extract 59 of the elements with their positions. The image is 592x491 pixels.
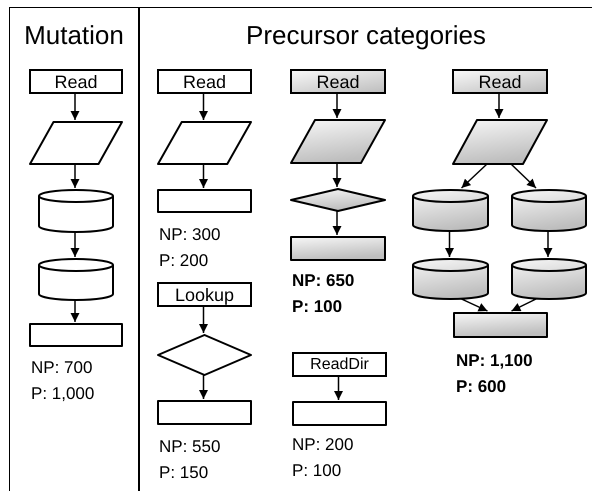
decision-diamond [157, 334, 252, 376]
process-box [157, 189, 252, 213]
count-text: P: 100 [292, 461, 342, 481]
process-box [292, 401, 387, 426]
data-parallelogram [29, 121, 123, 165]
process-box: Lookup [157, 282, 252, 307]
arrow [70, 300, 80, 322]
table-column [139, 7, 592, 491]
count-text: P: 200 [159, 251, 208, 271]
process-box [157, 400, 252, 425]
table-column [9, 7, 139, 491]
arrow [511, 298, 536, 312]
database-cylinder [412, 258, 489, 300]
data-parallelogram [290, 119, 386, 164]
process-box: ReadDir [292, 352, 387, 377]
column-heading: Precursor categories [245, 20, 487, 50]
process-box: Read [452, 69, 548, 94]
database-cylinder [412, 189, 489, 232]
arrow [460, 163, 488, 189]
count-text: NP: 1,100 [456, 351, 533, 371]
arrow [445, 231, 454, 257]
count-text: NP: 200 [292, 435, 354, 455]
arrow [332, 211, 342, 235]
arrow [199, 164, 208, 188]
arrow [510, 163, 537, 189]
arrow [199, 93, 208, 120]
arrow [70, 232, 80, 257]
process-box [453, 312, 548, 338]
arrow [70, 93, 80, 120]
database-cylinder [38, 258, 114, 301]
count-text: NP: 550 [159, 437, 220, 457]
database-cylinder [38, 189, 114, 233]
process-box [29, 323, 123, 347]
database-cylinder [511, 189, 587, 232]
database-cylinder [511, 258, 587, 300]
count-text: P: 600 [456, 377, 506, 397]
count-text: P: 150 [159, 463, 208, 483]
count-text: P: 1,000 [31, 384, 94, 404]
arrow [334, 376, 343, 400]
arrow [199, 306, 208, 333]
column-heading: Mutation [23, 20, 125, 50]
arrow [461, 298, 488, 312]
data-parallelogram [157, 121, 252, 165]
data-parallelogram [452, 119, 548, 165]
arrow [199, 375, 208, 399]
count-text: P: 100 [292, 297, 342, 317]
arrow [494, 93, 504, 118]
count-text: NP: 300 [159, 225, 220, 245]
decision-diamond [290, 188, 386, 212]
process-box: Read [157, 69, 252, 94]
arrow [544, 231, 552, 257]
arrow [332, 163, 342, 187]
count-text: NP: 650 [292, 271, 354, 291]
process-box [290, 236, 386, 261]
process-box: Read [29, 69, 123, 94]
arrow [332, 93, 342, 118]
process-box: Read [290, 69, 386, 94]
count-text: NP: 700 [31, 358, 92, 378]
arrow [70, 164, 80, 188]
